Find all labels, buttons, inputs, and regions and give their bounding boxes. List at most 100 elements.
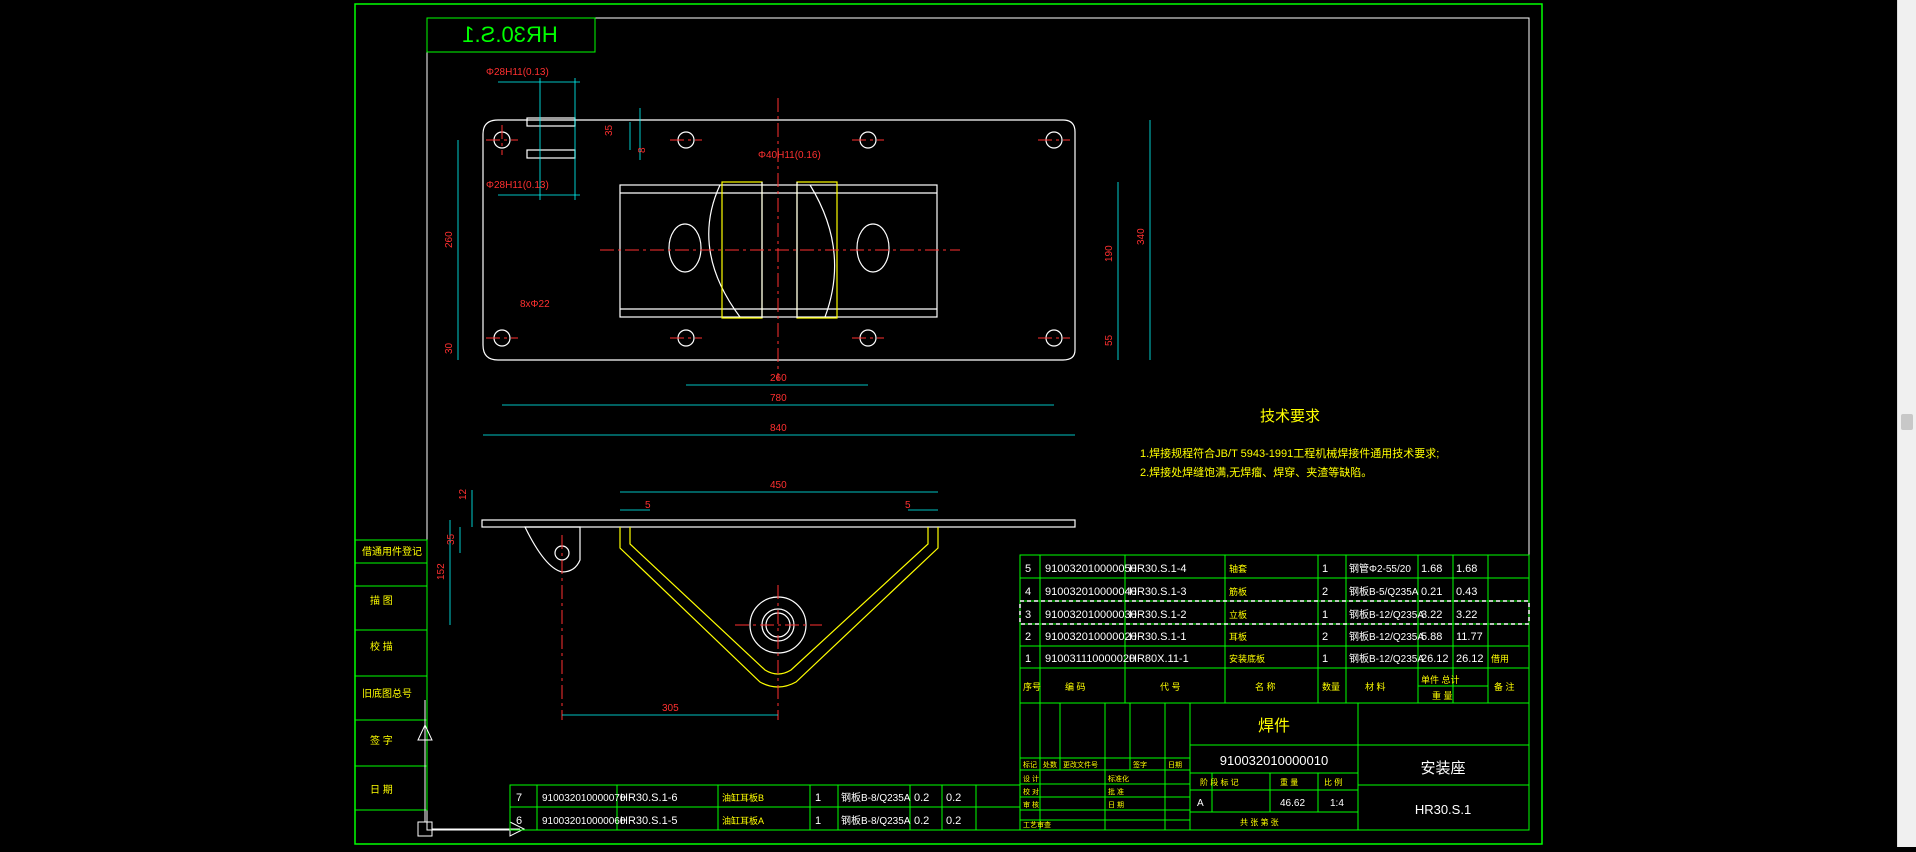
svg-text:设 计: 设 计 — [1023, 774, 1039, 783]
svg-text:日 期: 日 期 — [370, 784, 393, 796]
drawing-number: 910032010000010 — [1220, 753, 1328, 768]
svg-text:钢板B-12/Q235A: 钢板B-12/Q235A — [1349, 608, 1424, 621]
selected-row-highlight[interactable] — [1019, 600, 1530, 625]
svg-text:35: 35 — [446, 533, 457, 545]
svg-text:1: 1 — [1322, 563, 1328, 575]
left-stamp-column — [354, 539, 428, 811]
part-code: HR30.S.1 — [1415, 802, 1471, 817]
svg-text:Φ40H11(0.16): Φ40H11(0.16) — [758, 150, 821, 161]
svg-text:910032010000060: 910032010000060 — [542, 816, 626, 827]
svg-text:2: 2 — [1025, 631, 1031, 643]
svg-text:2: 2 — [1322, 586, 1328, 598]
svg-text:HR30.S.1-2: HR30.S.1-2 — [1129, 609, 1186, 621]
svg-text:260: 260 — [770, 373, 787, 384]
tech-item-2: 2.焊接处焊缝饱满,无焊瘤、焊穿、夹渣等缺陷。 — [1140, 465, 1372, 479]
svg-text:1: 1 — [815, 815, 821, 827]
svg-text:840: 840 — [770, 423, 787, 434]
svg-text:备 注: 备 注 — [1494, 681, 1515, 692]
svg-text:旧底图总号: 旧底图总号 — [362, 687, 412, 700]
svg-text:HR30.S.1-3: HR30.S.1-3 — [1129, 586, 1186, 598]
scrollbar-thumb[interactable] — [1901, 414, 1913, 430]
svg-text:油缸耳板B: 油缸耳板B — [722, 792, 764, 803]
svg-text:3.22: 3.22 — [1421, 609, 1442, 621]
svg-text:代 号: 代 号 — [1160, 682, 1181, 692]
svg-text:11.77: 11.77 — [1456, 631, 1483, 643]
svg-text:校 描: 校 描 — [370, 640, 393, 653]
left-stamp-labels: 借通用件登记 描 图 校 描 旧底图总号 签 字 日 期 — [362, 545, 422, 796]
weight-value: 46.62 — [1280, 798, 1305, 809]
svg-text:1: 1 — [815, 792, 821, 804]
svg-text:耳板: 耳板 — [1229, 631, 1247, 642]
ear-upper — [526, 117, 576, 127]
svg-text:重 量: 重 量 — [1432, 690, 1453, 701]
svg-text:标准化: 标准化 — [1108, 774, 1129, 783]
svg-text:450: 450 — [770, 480, 787, 491]
svg-text:审 核: 审 核 — [1023, 800, 1039, 809]
svg-text:910031110000020: 910031110000020 — [1045, 653, 1135, 665]
svg-text:0.43: 0.43 — [1456, 586, 1477, 598]
tech-title: 技术要求 — [1260, 408, 1320, 425]
svg-text:910032010000050: 910032010000050 — [1045, 563, 1137, 575]
bom-table — [1019, 554, 1530, 704]
svg-text:更改文件号: 更改文件号 — [1063, 760, 1098, 769]
ucs-icon — [417, 700, 526, 837]
svg-text:0.2: 0.2 — [946, 815, 961, 827]
svg-text:校 对: 校 对 — [1023, 787, 1039, 796]
svg-text:名 称: 名 称 — [1255, 681, 1276, 692]
svg-text:共 张 第 张: 共 张 第 张 — [1240, 817, 1279, 827]
svg-text:5: 5 — [645, 500, 651, 511]
svg-text:910032010000020: 910032010000020 — [1045, 631, 1137, 643]
svg-text:12: 12 — [458, 488, 469, 500]
top-dim-texts: Φ28H11(0.13) Φ28H11(0.13) 35 8 Φ40H11(0.… — [444, 67, 1147, 434]
svg-text:1.68: 1.68 — [1456, 563, 1477, 575]
svg-text:阶 段 标 记: 阶 段 标 记 — [1200, 777, 1239, 787]
svg-text:7: 7 — [516, 792, 522, 804]
svg-text:安装底板: 安装底板 — [1229, 653, 1265, 664]
svg-text:钢板B-12/Q235A: 钢板B-12/Q235A — [1349, 630, 1424, 643]
svg-text:签 字: 签 字 — [370, 734, 393, 747]
side-center-lines — [561, 535, 822, 720]
svg-text:0.2: 0.2 — [914, 792, 929, 804]
svg-text:处数: 处数 — [1043, 760, 1057, 769]
svg-text:1: 1 — [1322, 609, 1328, 621]
svg-text:材 料: 材 料 — [1365, 681, 1386, 692]
svg-text:910032010000040: 910032010000040 — [1045, 586, 1137, 598]
svg-text:HR30.S.1-1: HR30.S.1-1 — [1129, 631, 1186, 643]
svg-text:910032010000030: 910032010000030 — [1045, 609, 1137, 621]
svg-text:305: 305 — [662, 703, 679, 714]
svg-text:3.22: 3.22 — [1456, 609, 1477, 621]
svg-text:签字: 签字 — [1133, 760, 1147, 769]
lower-bom-rows: 7 910032010000070 HR30.S.1-6 油缸耳板B 1 钢板B… — [516, 791, 961, 827]
svg-text:1: 1 — [1025, 653, 1031, 665]
type-label: 焊件 — [1258, 717, 1290, 735]
svg-text:轴套: 轴套 — [1229, 563, 1247, 574]
stage-value: A — [1197, 798, 1204, 809]
vertical-scrollbar[interactable] — [1897, 0, 1916, 847]
svg-text:HR80X.11-1: HR80X.11-1 — [1129, 653, 1189, 665]
bom-row: 1 910031110000020 HR80X.11-1 安装底板 1 钢板B-… — [1025, 652, 1509, 665]
svg-text:152: 152 — [436, 563, 447, 580]
svg-text:单件 总计: 单件 总计 — [1421, 674, 1460, 685]
bom-row: 6 910032010000060 HR30.S.1-5 油缸耳板A 1 钢板B… — [516, 814, 961, 827]
bom-row: 5 910032010000050 HR30.S.1-4 轴套 1 钢管Φ2-5… — [1025, 562, 1477, 575]
title-block-texts: 焊件 910032010000010 安装座 HR30.S.1 阶 段 标 记 … — [1023, 717, 1471, 829]
svg-text:1.68: 1.68 — [1421, 563, 1442, 575]
outer-frame — [354, 3, 1543, 845]
inner-frame — [426, 17, 1530, 831]
svg-text:5: 5 — [1025, 563, 1031, 575]
side-base-plate — [481, 519, 1076, 528]
side-weld-profile — [619, 527, 939, 688]
svg-text:钢板B-8/Q235A: 钢板B-8/Q235A — [841, 814, 911, 827]
side-dim-lines — [449, 490, 938, 716]
svg-text:HR30.S.1-6: HR30.S.1-6 — [620, 792, 677, 804]
scale-value: 1:4 — [1330, 798, 1344, 809]
svg-text:钢管Φ2-55/20: 钢管Φ2-55/20 — [1349, 562, 1411, 575]
svg-text:立板: 立板 — [1229, 609, 1247, 620]
svg-text:筋板: 筋板 — [1229, 586, 1247, 597]
mirrored-code-box: HR30.S.1 — [426, 17, 596, 53]
svg-text:Φ28H11(0.13): Φ28H11(0.13) — [486, 180, 549, 191]
svg-text:26.12: 26.12 — [1421, 653, 1449, 665]
side-dim-texts: 450 5 5 12 35 152 305 — [436, 480, 911, 714]
